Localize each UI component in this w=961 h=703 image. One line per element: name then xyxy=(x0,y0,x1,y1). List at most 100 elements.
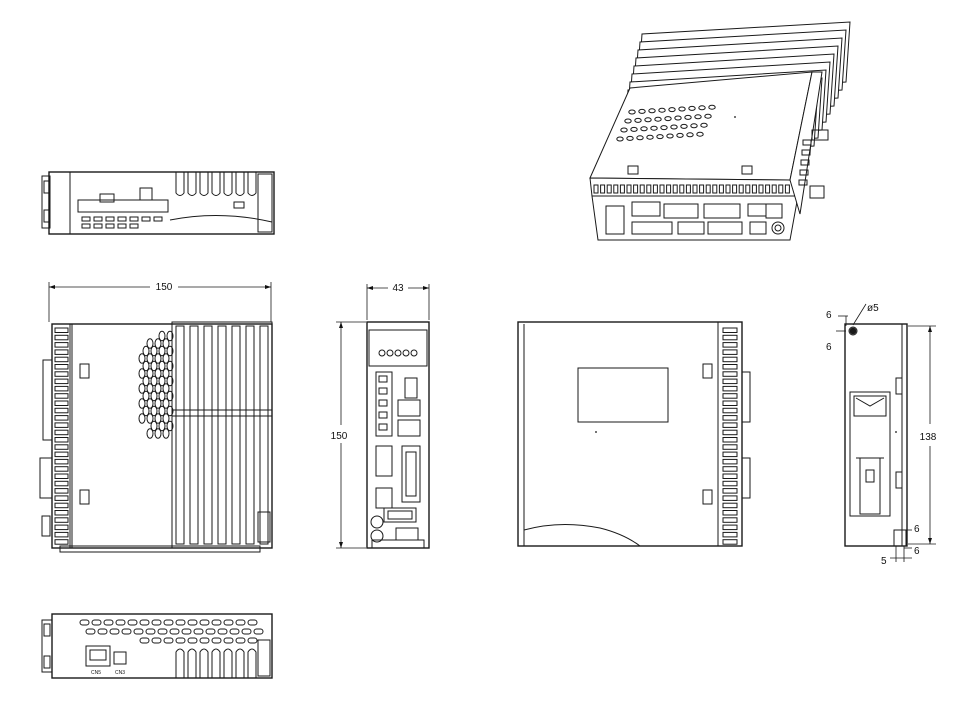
vent xyxy=(654,116,662,122)
slot xyxy=(685,184,691,194)
slot xyxy=(54,378,69,385)
slot xyxy=(722,480,738,487)
vent xyxy=(158,390,166,402)
slot xyxy=(247,637,258,644)
slot xyxy=(169,628,180,635)
vent xyxy=(678,106,686,112)
slot xyxy=(145,628,156,635)
slot xyxy=(722,371,738,377)
slot xyxy=(646,184,652,194)
vent xyxy=(158,420,166,432)
vent xyxy=(146,368,154,379)
bottom-view-fins xyxy=(175,648,257,678)
vent xyxy=(166,420,174,432)
slot xyxy=(722,524,738,531)
vent xyxy=(680,123,688,129)
slot xyxy=(205,628,216,635)
vent xyxy=(146,413,154,424)
slot xyxy=(784,184,790,194)
bottom-view-slots xyxy=(79,619,264,644)
slot xyxy=(54,371,69,377)
slot xyxy=(54,480,69,487)
slot xyxy=(722,488,738,494)
vent xyxy=(658,107,666,113)
slot xyxy=(626,184,632,194)
vent xyxy=(150,405,158,417)
slot xyxy=(115,619,126,626)
bottom-port-label-b: CN3 xyxy=(115,670,125,676)
slot xyxy=(109,628,120,635)
vent xyxy=(166,375,174,387)
slot xyxy=(85,628,96,635)
slot xyxy=(54,517,69,523)
vent xyxy=(154,398,162,409)
vent xyxy=(138,368,146,379)
slot xyxy=(722,531,738,538)
slot xyxy=(722,393,738,399)
vent xyxy=(158,360,166,372)
vent xyxy=(150,345,158,357)
vent xyxy=(644,117,652,123)
vent xyxy=(646,134,654,140)
mount-view: ø5 6 6 138 6 6 5 xyxy=(826,303,937,567)
dim-hole-diameter: ø5 xyxy=(867,303,879,314)
slot xyxy=(54,364,69,370)
iso-vents xyxy=(616,104,716,142)
vent xyxy=(620,127,628,133)
vent xyxy=(158,345,166,357)
vent xyxy=(684,114,692,120)
slot xyxy=(229,628,240,635)
slot xyxy=(722,429,738,436)
slot xyxy=(745,184,751,194)
slot xyxy=(722,385,738,392)
slot xyxy=(722,451,738,458)
vent xyxy=(154,383,162,394)
slot xyxy=(91,619,102,626)
vent xyxy=(146,383,154,394)
slot xyxy=(738,184,744,194)
slot xyxy=(652,184,658,194)
slot xyxy=(54,393,69,399)
slot xyxy=(103,619,114,626)
slot xyxy=(199,619,210,626)
slot xyxy=(54,327,69,333)
vent xyxy=(142,345,150,357)
iso-side-slots xyxy=(798,129,829,199)
slot xyxy=(679,184,685,194)
vent xyxy=(700,122,708,128)
slot xyxy=(193,628,204,635)
vent xyxy=(154,428,162,439)
front-view-heatsink xyxy=(171,321,273,549)
slot xyxy=(223,619,234,626)
rear-view xyxy=(517,321,751,547)
slot xyxy=(54,488,69,494)
vent xyxy=(624,118,632,124)
dim-bottom-offset-1: 6 xyxy=(914,524,920,535)
slot xyxy=(54,495,69,501)
front-view: 150 xyxy=(39,282,273,553)
slot xyxy=(722,458,738,465)
front-view-vents xyxy=(138,330,174,439)
vent xyxy=(656,134,664,140)
vent xyxy=(162,368,170,379)
slot xyxy=(211,637,222,644)
slot xyxy=(722,400,738,406)
vent xyxy=(650,125,658,131)
vent xyxy=(628,109,636,115)
slot xyxy=(54,415,69,421)
slot xyxy=(151,637,162,644)
vent xyxy=(668,107,676,113)
vent xyxy=(142,405,150,417)
vent xyxy=(704,113,712,119)
vent xyxy=(626,135,634,141)
vent xyxy=(162,353,170,364)
slot xyxy=(211,619,222,626)
slot xyxy=(722,349,738,355)
slot xyxy=(722,407,738,414)
slot xyxy=(163,619,174,626)
slot xyxy=(97,628,108,635)
slot xyxy=(157,628,168,635)
slot xyxy=(54,437,69,443)
slot xyxy=(181,628,192,635)
slot xyxy=(54,458,69,465)
